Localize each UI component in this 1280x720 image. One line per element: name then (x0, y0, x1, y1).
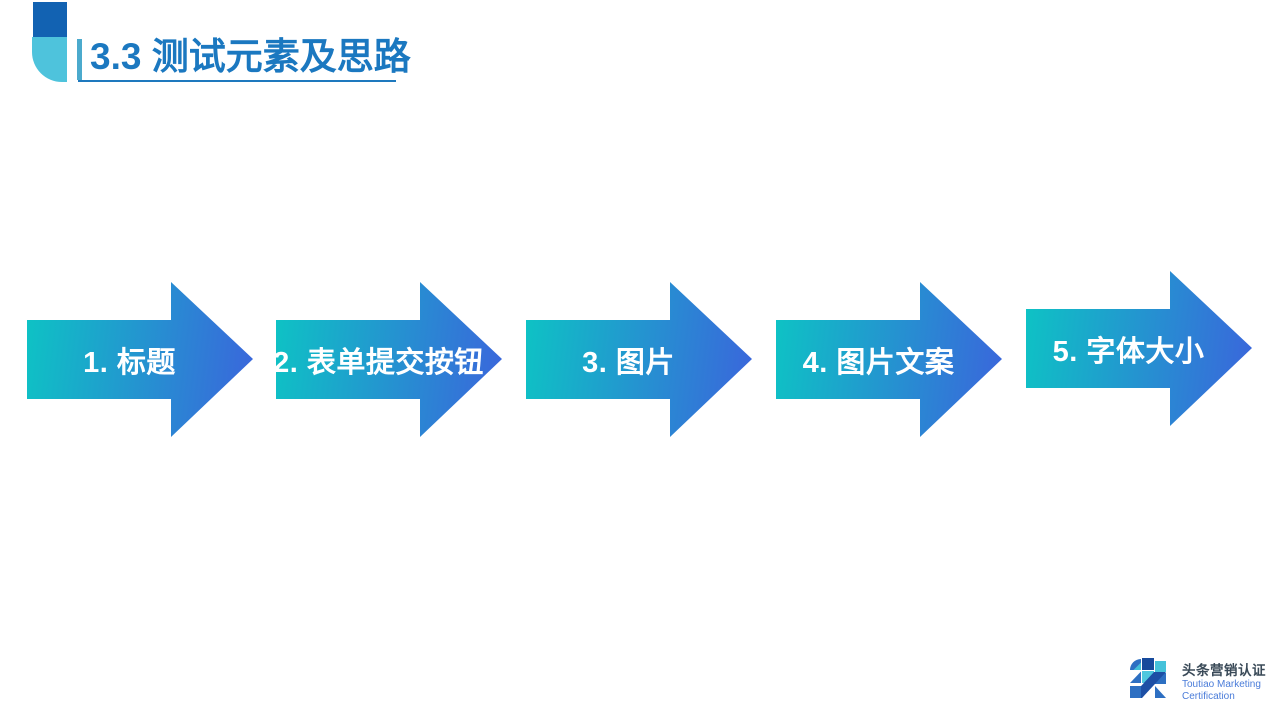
brand-name-cn: 头条营销认证 (1182, 663, 1266, 678)
process-arrow-1: 1. 标题 (27, 282, 253, 437)
brand-logo: 头条营销认证 Toutiao Marketing Certification (1128, 657, 1278, 705)
page-title: 3.3 测试元素及思路 (90, 36, 411, 77)
brand-name-en-line1: Toutiao Marketing (1182, 679, 1261, 690)
title-underline (78, 80, 396, 82)
corner-ornament-quarter-round (32, 37, 67, 82)
arrow-label-5: 5. 字体大小 (1052, 335, 1205, 368)
brand-name-en-line2: Certification (1182, 690, 1235, 702)
process-arrow-4: 4. 图片文案 (776, 282, 1002, 437)
toutiao-logo-icon (1130, 658, 1166, 698)
corner-ornament-square (33, 2, 67, 37)
process-arrow-2: 2. 表单提交按钮 (276, 282, 502, 437)
title-accent-bar (77, 39, 82, 80)
arrow-label-4: 4. 图片文案 (802, 346, 955, 379)
process-arrow-5: 5. 字体大小 (1026, 271, 1252, 426)
arrow-label-2: 2. 表单提交按钮 (273, 346, 484, 379)
arrow-label-3: 3. 图片 (582, 346, 675, 379)
arrow-label-1: 1. 标题 (83, 346, 176, 379)
process-arrow-3: 3. 图片 (526, 282, 752, 437)
